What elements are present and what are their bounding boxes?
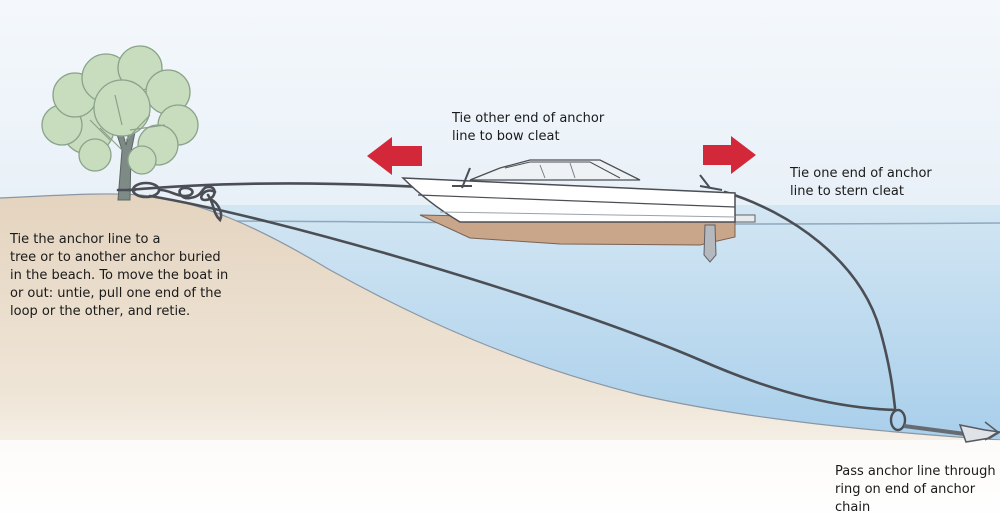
ring-label-line: chain: [835, 500, 871, 515]
anchor-line: [116, 181, 907, 432]
shore-label-line: tree or to another anchor buried: [10, 250, 221, 265]
shore-label-line: or out: untie, pull one end of the: [10, 286, 222, 301]
shore-label-line: in the beach. To move the boat in: [10, 268, 229, 283]
stern-label-line: Tie one end of anchor: [790, 166, 932, 181]
red-right-arrow-icon: [703, 136, 756, 174]
boat-icon: [401, 159, 756, 263]
shore-label-line: Tie the anchor line to a: [10, 232, 161, 247]
stern-label-line: line to stern cleat: [790, 184, 904, 199]
bow-label-line: Tie other end of anchor: [452, 111, 605, 126]
tree-icon: [41, 45, 199, 201]
shore-label-line: loop or the other, and retie.: [10, 304, 191, 319]
bow-label-line: line to bow cleat: [452, 129, 560, 144]
red-left-arrow-icon: [367, 137, 422, 175]
shore-instructions-label: Tie the anchor line to a tree or to anot…: [10, 231, 228, 321]
foreground-fade: [0, 440, 1000, 526]
ring-label-line: Pass anchor line through: [835, 464, 996, 479]
ring-label-line: ring on end of anchor: [835, 482, 976, 497]
stern-cleat-label: Tie one end of anchor line to stern clea…: [790, 165, 932, 201]
bow-cleat-label: Tie other end of anchor line to bow clea…: [452, 110, 604, 146]
anchor-ring: [889, 408, 907, 432]
anchor-icon: [903, 421, 1000, 443]
anchor-ring-label: Pass anchor line through ring on end of …: [835, 463, 996, 517]
beach-outline: [0, 193, 1000, 441]
